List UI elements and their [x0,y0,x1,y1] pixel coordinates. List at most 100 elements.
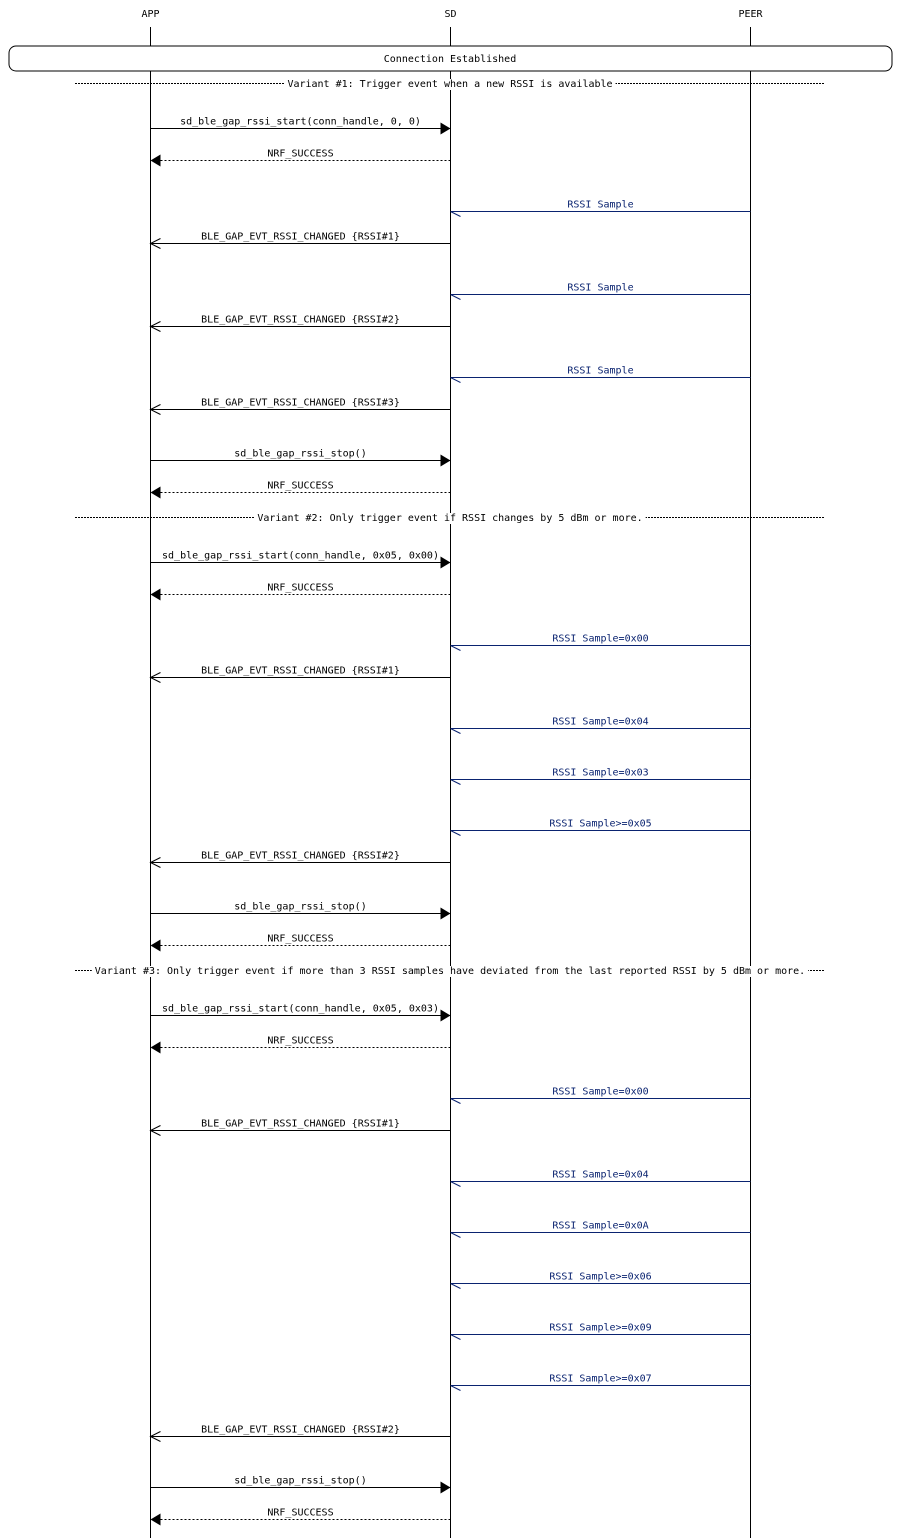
message-arrowhead-half [450,377,461,383]
variant-separator-label: Variant #3: Only trigger event if more t… [95,966,805,977]
message-label: RSSI Sample>=0x09 [549,1323,651,1334]
message-label: NRF_SUCCESS [267,583,333,594]
message-arrowhead-half [450,779,461,785]
message-peer: RSSI Sample=0x04 [450,1170,751,1187]
message-arrowhead-filled [150,1513,161,1526]
message-return: NRF_SUCCESS [150,934,451,952]
message-call: sd_ble_gap_rssi_stop() [150,1476,451,1494]
lifelines [150,27,751,1538]
message-arrowhead-filled [150,486,161,499]
message-peer: RSSI Sample>=0x06 [450,1272,751,1289]
participant-sd-label: SD [444,9,456,20]
message-peer: RSSI Sample [450,200,751,217]
message-label: BLE_GAP_EVT_RSSI_CHANGED {RSSI#1} [201,232,400,243]
message-peer: RSSI Sample>=0x05 [450,819,751,836]
message-arrowhead-half [450,294,461,300]
connection-banner-box [8,45,893,72]
message-return: NRF_SUCCESS [150,481,451,499]
message-peer: RSSI Sample=0x03 [450,768,751,785]
message-label: NRF_SUCCESS [267,1036,333,1047]
message-arrowhead-open [149,404,161,415]
message-label: BLE_GAP_EVT_RSSI_CHANGED {RSSI#1} [201,666,400,677]
message-arrowhead-filled [150,154,161,167]
message-label: sd_ble_gap_rssi_stop() [234,1476,366,1487]
message-label: BLE_GAP_EVT_RSSI_CHANGED {RSSI#2} [201,315,400,326]
message-arrowhead-filled [440,122,451,135]
message-arrowhead-open [149,857,161,868]
message-label: RSSI Sample=0x00 [552,1087,648,1098]
message-event: BLE_GAP_EVT_RSSI_CHANGED {RSSI#1} [149,1119,451,1136]
message-arrowhead-filled [440,454,451,467]
message-arrowhead-open [149,1125,161,1136]
participant-peer-label: PEER [738,9,763,20]
message-arrowhead-half [450,1385,461,1391]
message-label: NRF_SUCCESS [267,481,333,492]
message-event: BLE_GAP_EVT_RSSI_CHANGED {RSSI#2} [149,851,451,868]
message-arrowhead-filled [440,907,451,920]
message-label: sd_ble_gap_rssi_start(conn_handle, 0x05,… [162,1004,439,1015]
message-peer: RSSI Sample=0x00 [450,634,751,651]
message-label: sd_ble_gap_rssi_start(conn_handle, 0, 0) [180,117,421,128]
message-label: RSSI Sample [567,200,633,211]
message-label: RSSI Sample [567,366,633,377]
message-arrowhead-filled [150,1041,161,1054]
participant-app-label: APP [141,9,159,20]
message-peer: RSSI Sample=0x00 [450,1087,751,1104]
message-arrowhead-filled [440,556,451,569]
message-call: sd_ble_gap_rssi_start(conn_handle, 0x05,… [150,551,451,569]
message-event: BLE_GAP_EVT_RSSI_CHANGED {RSSI#2} [149,1425,451,1442]
variant-separator-label-bg [284,79,616,90]
message-arrowhead-half [450,645,461,651]
connection-banner-label: Connection Established [384,54,516,65]
message-label: BLE_GAP_EVT_RSSI_CHANGED {RSSI#1} [201,1119,400,1130]
participant-headers: APP SD PEER [141,9,763,20]
message-peer: RSSI Sample>=0x07 [450,1374,751,1391]
message-arrowhead-filled [150,939,161,952]
message-arrowhead-half [450,1181,461,1187]
message-event: BLE_GAP_EVT_RSSI_CHANGED {RSSI#1} [149,232,451,249]
message-arrowhead-half [450,211,461,217]
message-return: NRF_SUCCESS [150,149,451,167]
message-label: NRF_SUCCESS [267,149,333,160]
message-arrowhead-open [149,321,161,332]
messages: sd_ble_gap_rssi_start(conn_handle, 0, 0)… [149,117,751,1526]
message-arrowhead-half [450,1334,461,1340]
message-label: NRF_SUCCESS [267,934,333,945]
message-return: NRF_SUCCESS [150,583,451,601]
message-event: BLE_GAP_EVT_RSSI_CHANGED {RSSI#2} [149,315,451,332]
message-label: RSSI Sample=0x04 [552,1170,648,1181]
message-label: sd_ble_gap_rssi_stop() [234,449,366,460]
message-label: RSSI Sample>=0x06 [549,1272,651,1283]
message-return: NRF_SUCCESS [150,1036,451,1054]
message-label: RSSI Sample [567,283,633,294]
variant-separator-label: Variant #2: Only trigger event if RSSI c… [257,513,642,524]
message-peer: RSSI Sample [450,366,751,383]
message-label: RSSI Sample=0x04 [552,717,648,728]
message-return: NRF_SUCCESS [150,1508,451,1526]
message-arrowhead-open [149,1431,161,1442]
message-peer: RSSI Sample=0x0A [450,1221,751,1238]
message-label: BLE_GAP_EVT_RSSI_CHANGED {RSSI#2} [201,851,400,862]
message-label: sd_ble_gap_rssi_stop() [234,902,366,913]
message-label: RSSI Sample>=0x05 [549,819,651,830]
message-peer: RSSI Sample=0x04 [450,717,751,734]
message-arrowhead-half [450,1232,461,1238]
message-label: RSSI Sample=0x0A [552,1221,648,1232]
message-call: sd_ble_gap_rssi_stop() [150,449,451,467]
variant-separator-label: Variant #1: Trigger event when a new RSS… [287,79,612,90]
message-label: BLE_GAP_EVT_RSSI_CHANGED {RSSI#2} [201,1425,400,1436]
variant-separator-label-bg [254,513,646,524]
message-label: RSSI Sample>=0x07 [549,1374,651,1385]
message-arrowhead-half [450,830,461,836]
variant-separator-label-bg [91,966,809,977]
message-arrowhead-filled [440,1009,451,1022]
message-label: NRF_SUCCESS [267,1508,333,1519]
message-event: BLE_GAP_EVT_RSSI_CHANGED {RSSI#1} [149,666,451,683]
message-peer: RSSI Sample>=0x09 [450,1323,751,1340]
message-label: sd_ble_gap_rssi_start(conn_handle, 0x05,… [162,551,439,562]
message-call: sd_ble_gap_rssi_stop() [150,902,451,920]
message-arrowhead-half [450,1098,461,1104]
message-arrowhead-half [450,728,461,734]
message-peer: RSSI Sample [450,283,751,300]
